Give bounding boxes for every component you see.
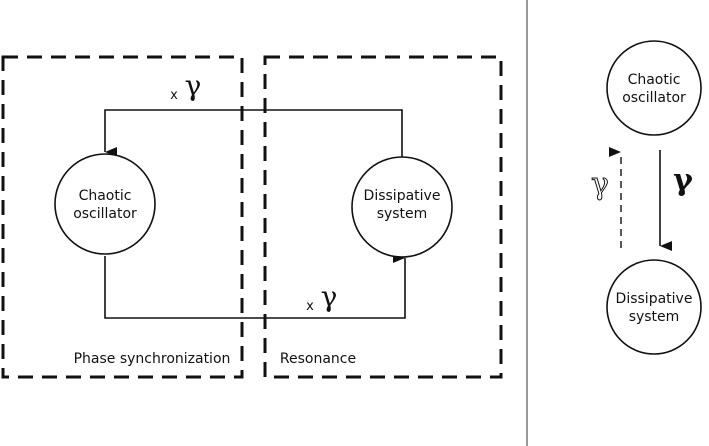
dissipative-system-label-line2: system: [377, 206, 428, 222]
bottom-coupling-gamma: γ: [321, 280, 338, 313]
resonance-region: [263, 55, 503, 379]
phase-synchronization-region: [1, 55, 244, 379]
phase-synchronization-label: Phase synchronization: [74, 351, 231, 367]
right-chaotic-oscillator-label-line1: Chaotic: [628, 72, 681, 88]
bottom-coupling-line: [104, 253, 406, 319]
chaotic-oscillator-node: [54, 153, 156, 255]
dissipative-system-node: [351, 156, 453, 258]
right-chaotic-oscillator-label-line2: oscillator: [622, 90, 686, 106]
right-dissipative-system-label-line1: Dissipative: [616, 291, 693, 307]
right-chaotic-oscillator-node: [606, 40, 702, 136]
top-coupling-line: [104, 109, 403, 158]
top-coupling-prefix: x: [170, 88, 178, 103]
forward-coupling-gamma: γ: [673, 163, 693, 198]
dissipative-system-label-line1: Dissipative: [364, 188, 441, 204]
right-dissipative-system-node: [606, 259, 702, 355]
chaotic-oscillator-label-line2: oscillator: [73, 206, 137, 222]
top-coupling-gamma: γ: [185, 69, 202, 102]
feedback-coupling-gamma: γ: [591, 167, 609, 202]
chaotic-oscillator-label-line1: Chaotic: [79, 188, 132, 204]
resonance-label: Resonance: [280, 351, 356, 367]
right-dissipative-system-label-line2: system: [629, 309, 680, 325]
bottom-coupling-prefix: x: [306, 299, 314, 314]
